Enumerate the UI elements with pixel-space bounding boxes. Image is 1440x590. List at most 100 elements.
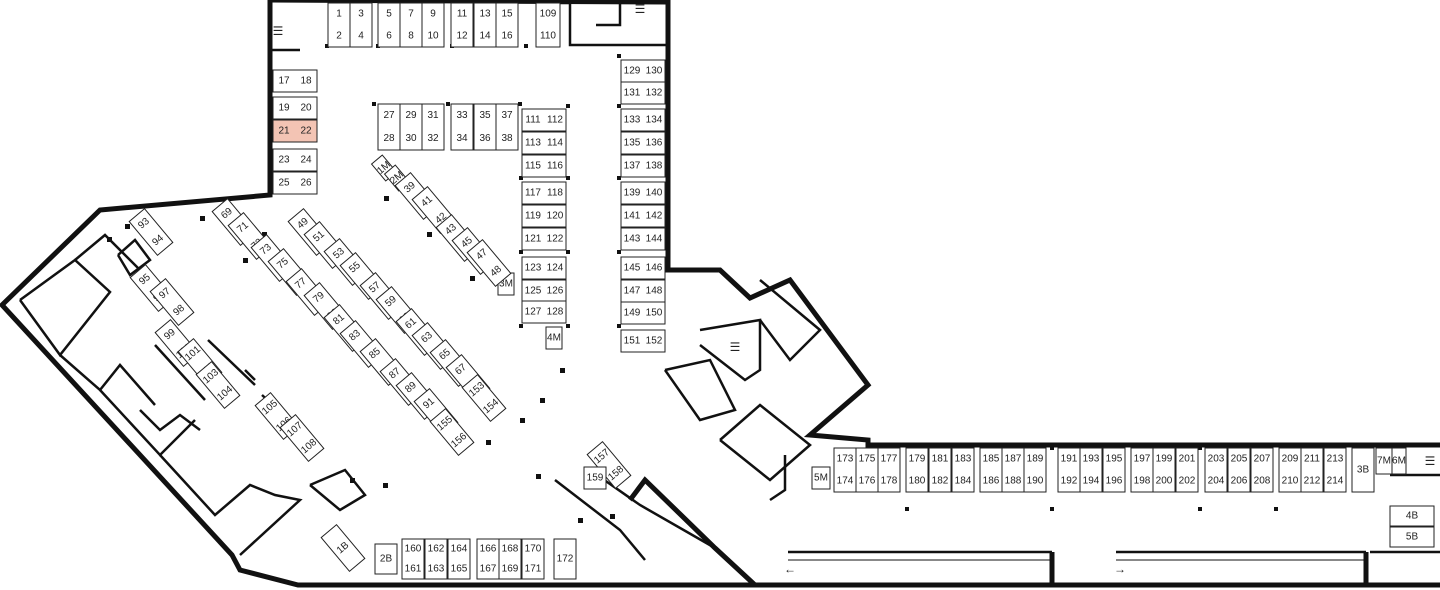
parking-stall-6M[interactable]: 6M <box>1391 447 1407 475</box>
parking-stall-5B[interactable]: 5B <box>1389 526 1435 548</box>
parking-stall-3[interactable]: 34 <box>349 2 373 48</box>
parking-stall-1B[interactable]: 1B <box>320 524 366 572</box>
parking-stall-7M[interactable]: 7M <box>1375 447 1393 475</box>
parking-stall-3B[interactable]: 3B <box>1351 447 1375 493</box>
parking-stall-5[interactable]: 56 <box>377 2 401 48</box>
parking-stall-172[interactable]: 172 <box>553 538 577 580</box>
parking-stall-7[interactable]: 78 <box>399 2 423 48</box>
stall-number: 182 <box>932 476 949 487</box>
stall-number: 5M <box>814 473 828 484</box>
stall-number: 138 <box>646 161 663 172</box>
stall-number: 184 <box>955 476 972 487</box>
parking-stall-2B[interactable]: 2B <box>374 543 398 575</box>
parking-stall-159[interactable]: 159 <box>583 466 607 490</box>
parking-stall-4B[interactable]: 4B <box>1389 505 1435 527</box>
stall-number: 145 <box>624 263 641 274</box>
stall-number: 2 <box>336 31 342 42</box>
parking-stall-4M[interactable]: 4M <box>545 326 563 350</box>
parking-stall-5M[interactable]: 5M <box>811 466 831 490</box>
stall-number: 116 <box>547 161 563 172</box>
stall-number: 122 <box>547 234 564 245</box>
stall-number: 206 <box>1231 476 1248 487</box>
stall-number: 175 <box>859 454 876 465</box>
stall-number: 161 <box>405 564 422 575</box>
parking-stall-9[interactable]: 910 <box>421 2 445 48</box>
right-core-rooms <box>554 279 822 561</box>
parking-stall-1[interactable]: 12 <box>327 2 351 48</box>
stall-number: 18 <box>300 76 312 87</box>
